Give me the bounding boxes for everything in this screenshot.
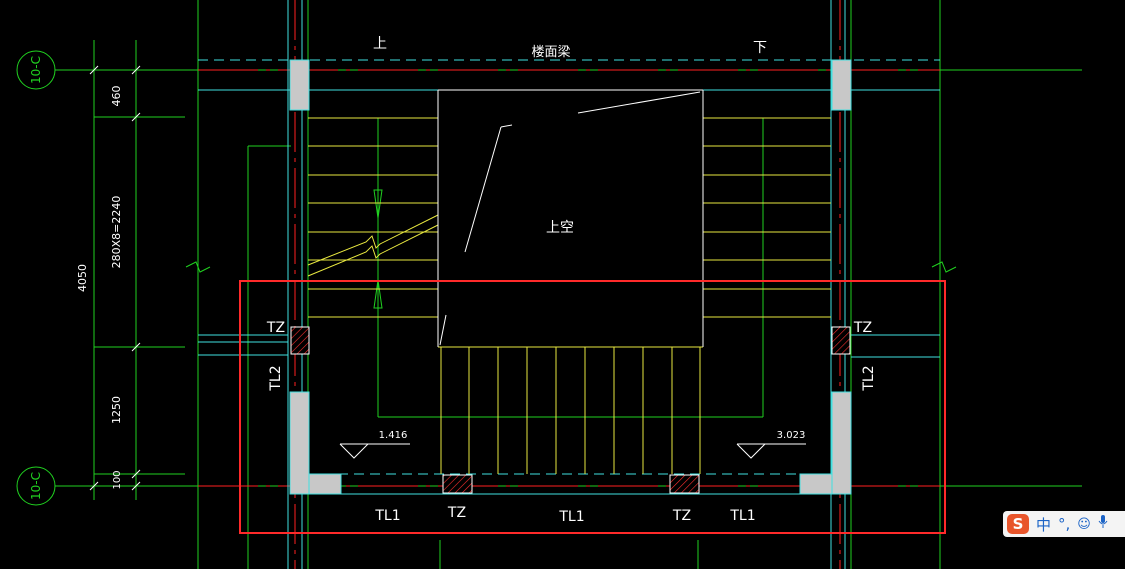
- label-tl2-right: TL2: [861, 365, 877, 391]
- tz-column: [290, 326, 310, 355]
- label-floor-beam: 楼面梁: [531, 45, 570, 60]
- ime-mode-toggle[interactable]: 中: [1036, 515, 1052, 534]
- microphone-icon[interactable]: [1098, 515, 1108, 533]
- highlight-rectangle: [239, 280, 946, 534]
- label-tl1-right: TL1: [729, 508, 755, 524]
- label-down: 下: [753, 40, 767, 56]
- elevation-right: 3.023: [777, 430, 806, 441]
- ime-logo-icon[interactable]: S: [1007, 514, 1029, 534]
- label-up: 上: [373, 36, 387, 52]
- label-tl1-left: TL1: [374, 508, 400, 524]
- label-tl1-mid: TL1: [558, 509, 584, 525]
- label-tz-bottom-left: TZ: [447, 505, 466, 521]
- ime-punctuation-toggle[interactable]: °,: [1058, 515, 1071, 533]
- tz-column: [831, 326, 851, 355]
- label-tz-bottom-right: TZ: [672, 508, 691, 524]
- ime-toolbar[interactable]: S 中 °, ☺: [1003, 511, 1125, 537]
- tz-column: [442, 474, 473, 494]
- dim-100: 100: [112, 470, 123, 489]
- label-void: 上空: [546, 220, 574, 236]
- axis-label-bottom: 10-C: [29, 472, 43, 500]
- tz-columns: [290, 326, 851, 494]
- smiley-icon[interactable]: ☺: [1077, 516, 1091, 532]
- elevation-left: 1.416: [379, 430, 408, 441]
- columns: [289, 59, 852, 495]
- label-tl2-left: TL2: [268, 365, 284, 391]
- tz-column: [669, 474, 700, 494]
- dimension-ticks: [89, 65, 141, 491]
- axis-lines: [16, 0, 1082, 569]
- void-outline: [437, 89, 704, 347]
- dim-460: 460: [110, 86, 123, 107]
- label-tz-left: TZ: [266, 320, 285, 336]
- elevation-markers: [339, 443, 806, 459]
- dim-4050: 4050: [76, 264, 89, 292]
- axis-label-top: 10-C: [29, 56, 43, 84]
- dim-1250: 1250: [110, 396, 123, 424]
- dim-2240: 280X8=2240: [110, 196, 123, 269]
- label-tz-right: TZ: [853, 320, 872, 336]
